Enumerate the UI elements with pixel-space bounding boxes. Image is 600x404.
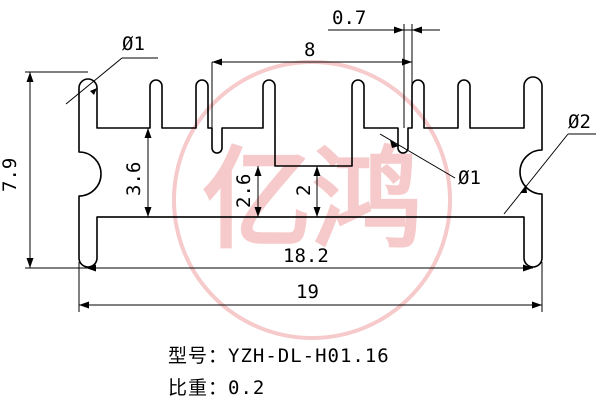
dim-groove-radius: Ø1: [458, 167, 481, 189]
dim-base-width: 18.2: [283, 245, 329, 267]
model-caption: 型号：YZH-DL-H01.16: [168, 341, 390, 368]
dim-height-slot: 2.6: [233, 174, 255, 208]
dim-height-total: 7.9: [0, 158, 21, 192]
ratio-label: 比重：: [168, 377, 229, 399]
dim-overall-width: 19: [296, 281, 319, 303]
model-value: YZH-DL-H01.16: [228, 345, 390, 367]
ratio-value: 0.2: [228, 377, 266, 399]
watermark: 亿鸿: [172, 60, 452, 340]
arrowheads: [26, 26, 542, 309]
ratio-caption: 比重：0.2: [168, 373, 265, 400]
model-label: 型号：: [168, 345, 229, 367]
dim-top-span: 8: [304, 39, 315, 61]
dim-height-channel: 2: [293, 185, 315, 196]
dim-height-mid: 3.6: [123, 162, 145, 196]
dim-fin-radius-left: Ø1: [122, 33, 145, 55]
watermark-text: 亿鸿: [202, 136, 422, 264]
dim-fin-radius-right: Ø2: [568, 111, 591, 133]
dim-top-pitch: 0.7: [332, 7, 366, 29]
